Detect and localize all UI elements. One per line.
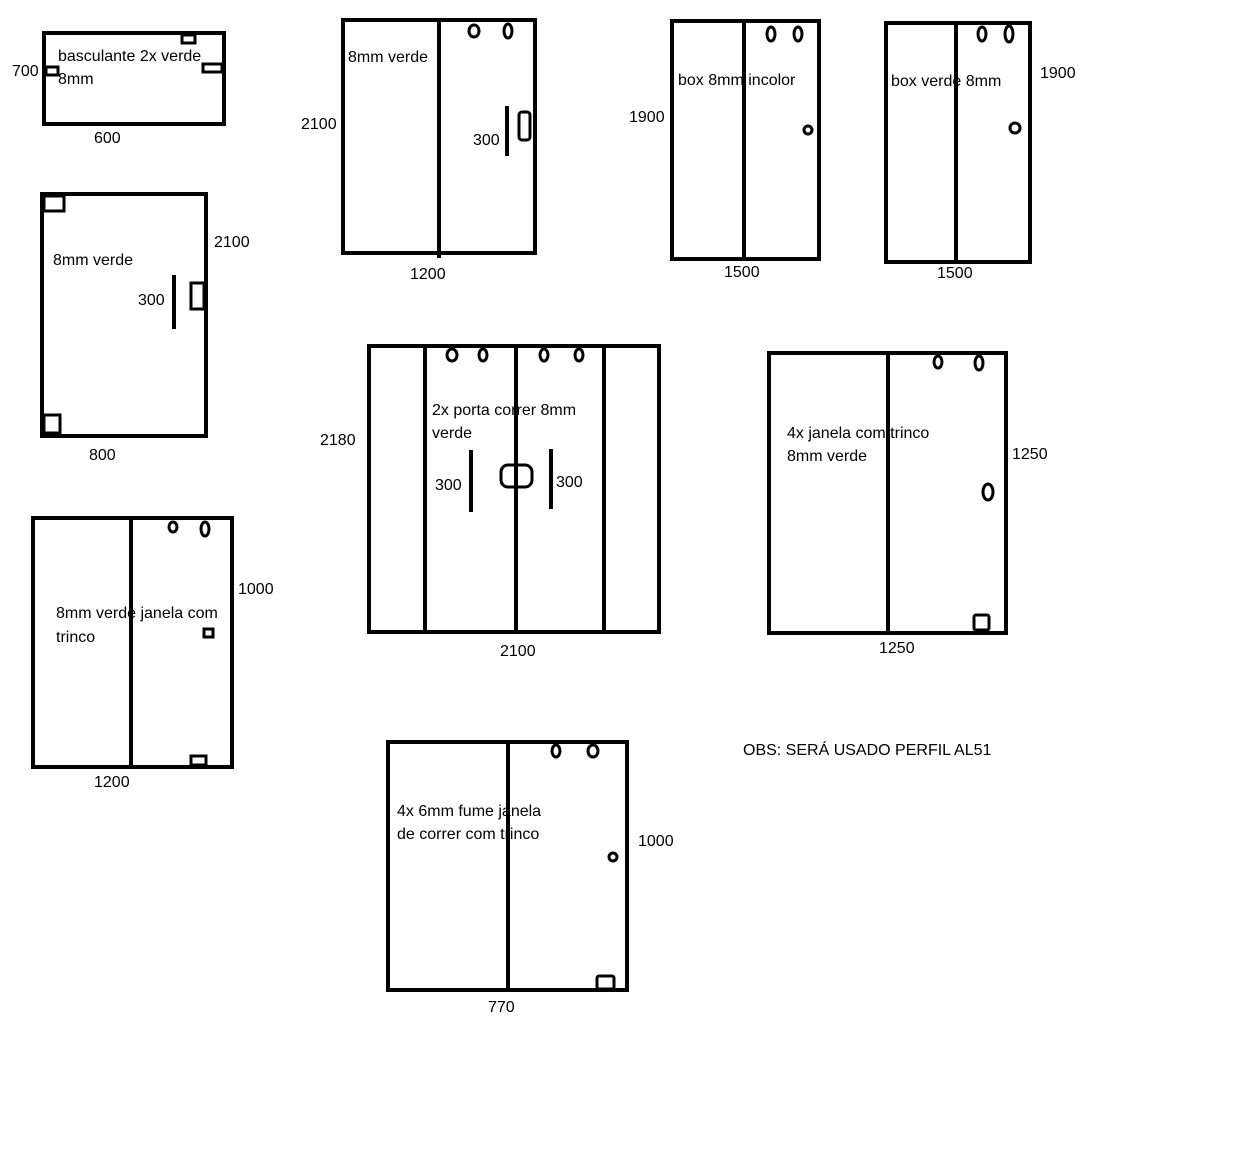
pivot-door-frame: [40, 192, 208, 438]
basculante-label-line2: 8mm: [58, 71, 94, 88]
window-1200-roller-1: [167, 520, 179, 534]
door-1200-lock: [517, 110, 532, 142]
window-1250-width-label: 1250: [879, 640, 915, 657]
pivot-door-bottom-pivot: [42, 413, 62, 435]
sliding-door: 2x porta correr 8mm verde 300 300 2180 2…: [320, 344, 661, 660]
sliding-door-roller-3: [538, 347, 550, 363]
basculante-width-label: 600: [94, 130, 121, 147]
shower-box-clear: box 8mm incolor 1900 1500: [629, 19, 821, 281]
window-1250-label-line1: 4x janela com trinco: [787, 425, 929, 442]
pivot-door: 8mm verde 300 2100 800: [40, 192, 250, 464]
shower-box-clear-height-label: 1900: [629, 109, 665, 126]
basculante-hinge-left: [44, 65, 60, 77]
window-fume-latch: [607, 851, 619, 863]
shower-box-clear-width-label: 1500: [724, 264, 760, 281]
sliding-door-label-line1: 2x porta correr 8mm: [432, 402, 576, 419]
window-1200-label-line1: 8mm verde janela com: [56, 605, 218, 622]
sliding-door-lock: [499, 463, 534, 489]
door-1200: 8mm verde 300 2100 1200: [301, 18, 537, 283]
window-fume-label-line2: de correr com trinco: [397, 826, 539, 843]
pivot-door-handle-label: 300: [138, 292, 165, 309]
door-1200-width-label: 1200: [410, 266, 446, 283]
basculante-hinge-top: [180, 33, 197, 45]
window-1200-label-line2: trinco: [56, 629, 95, 646]
window-1250: 4x janela com trinco 8mm verde 1250 1250: [767, 351, 1048, 657]
door-1200-roller-1: [467, 23, 481, 39]
window-1200-roller-2: [199, 520, 211, 538]
door-1200-height-label: 2100: [301, 116, 337, 133]
window-1250-roller-1: [932, 354, 944, 370]
sliding-door-height-label: 2180: [320, 432, 356, 449]
pivot-door-width-label: 800: [89, 447, 116, 464]
basculante-height-label: 700: [12, 63, 39, 80]
window-fume-width-label: 770: [488, 999, 515, 1016]
pivot-door-height-label: 2100: [214, 234, 250, 251]
shower-box-green-width-label: 1500: [937, 265, 973, 282]
pivot-door-label: 8mm verde: [53, 252, 133, 269]
shower-box-clear-knob: [802, 124, 814, 136]
door-1200-handle-label: 300: [473, 132, 500, 149]
sliding-door-roller-2: [477, 347, 489, 363]
window-fume-stop: [595, 974, 616, 991]
shower-box-green: box verde 8mm 1900 1500: [884, 21, 1076, 282]
window-fume-roller-2: [586, 743, 600, 759]
window-fume: 4x 6mm fume janela de correr com trinco …: [386, 740, 674, 1016]
sliding-door-label-line2: verde: [432, 425, 472, 442]
shower-box-green-roller-1: [976, 25, 988, 43]
shower-box-clear-roller-1: [765, 25, 777, 43]
basculante-latch: [201, 62, 224, 74]
shower-box-clear-label: box 8mm incolor: [678, 72, 796, 89]
shower-box-green-height-label: 1900: [1040, 65, 1076, 82]
basculante-window: basculante 2x verde 8mm 700 600: [12, 31, 226, 147]
shower-box-green-roller-2: [1003, 24, 1015, 44]
window-1250-label-line2: 8mm verde: [787, 448, 867, 465]
window-1250-stop: [972, 613, 991, 632]
sliding-door-roller-4: [573, 347, 585, 363]
shower-box-green-label: box verde 8mm: [891, 73, 1001, 90]
window-1200-latch: [202, 627, 215, 639]
window-1250-height-label: 1250: [1012, 446, 1048, 463]
door-1200-roller-2: [502, 22, 514, 40]
shower-box-green-knob: [1008, 121, 1022, 135]
door-1200-label: 8mm verde: [348, 49, 428, 66]
sliding-door-handle-left-label: 300: [435, 477, 462, 494]
pivot-door-lock: [189, 281, 206, 311]
window-1250-roller-2: [973, 354, 985, 372]
basculante-label-line1: basculante 2x verde: [58, 48, 201, 65]
shower-box-clear-roller-2: [792, 25, 804, 43]
sliding-door-roller-1: [445, 347, 459, 363]
basculante-frame: [42, 31, 226, 126]
window-1200-stop: [189, 754, 208, 767]
note-profile: OBS: SERÁ USADO PERFIL AL51: [743, 740, 991, 759]
sliding-door-handle-right-label: 300: [556, 474, 583, 491]
window-1200-height-label: 1000: [238, 581, 274, 598]
pivot-door-top-pivot: [42, 194, 66, 213]
window-1200-width-label: 1200: [94, 774, 130, 791]
window-1200: 8mm verde janela com trinco 1000 1200: [31, 516, 274, 791]
window-fume-roller-1: [550, 743, 562, 759]
window-fume-height-label: 1000: [638, 833, 674, 850]
window-1250-latch: [981, 482, 995, 502]
window-fume-label-line1: 4x 6mm fume janela: [397, 803, 541, 820]
sliding-door-width-label: 2100: [500, 643, 536, 660]
